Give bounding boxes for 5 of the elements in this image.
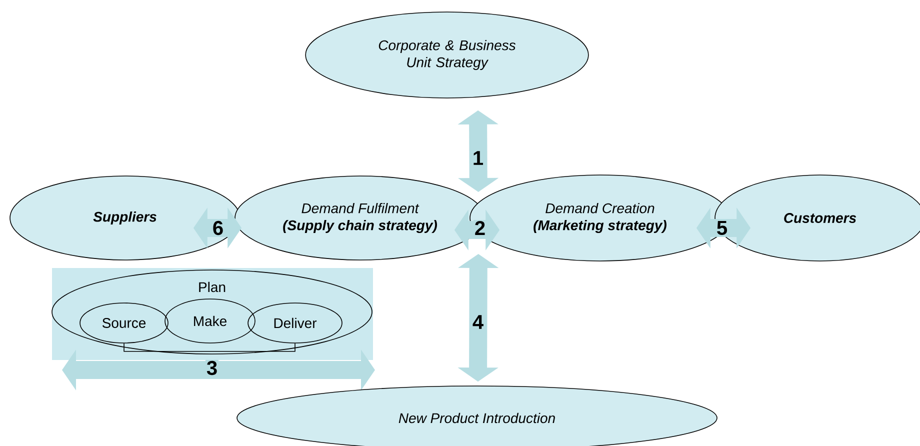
edge-label: 5	[715, 220, 729, 236]
edge-label: 4	[471, 314, 485, 330]
edge-label: 1	[471, 150, 485, 166]
edge-label: 2	[473, 220, 487, 236]
bracket-line	[124, 343, 296, 352]
